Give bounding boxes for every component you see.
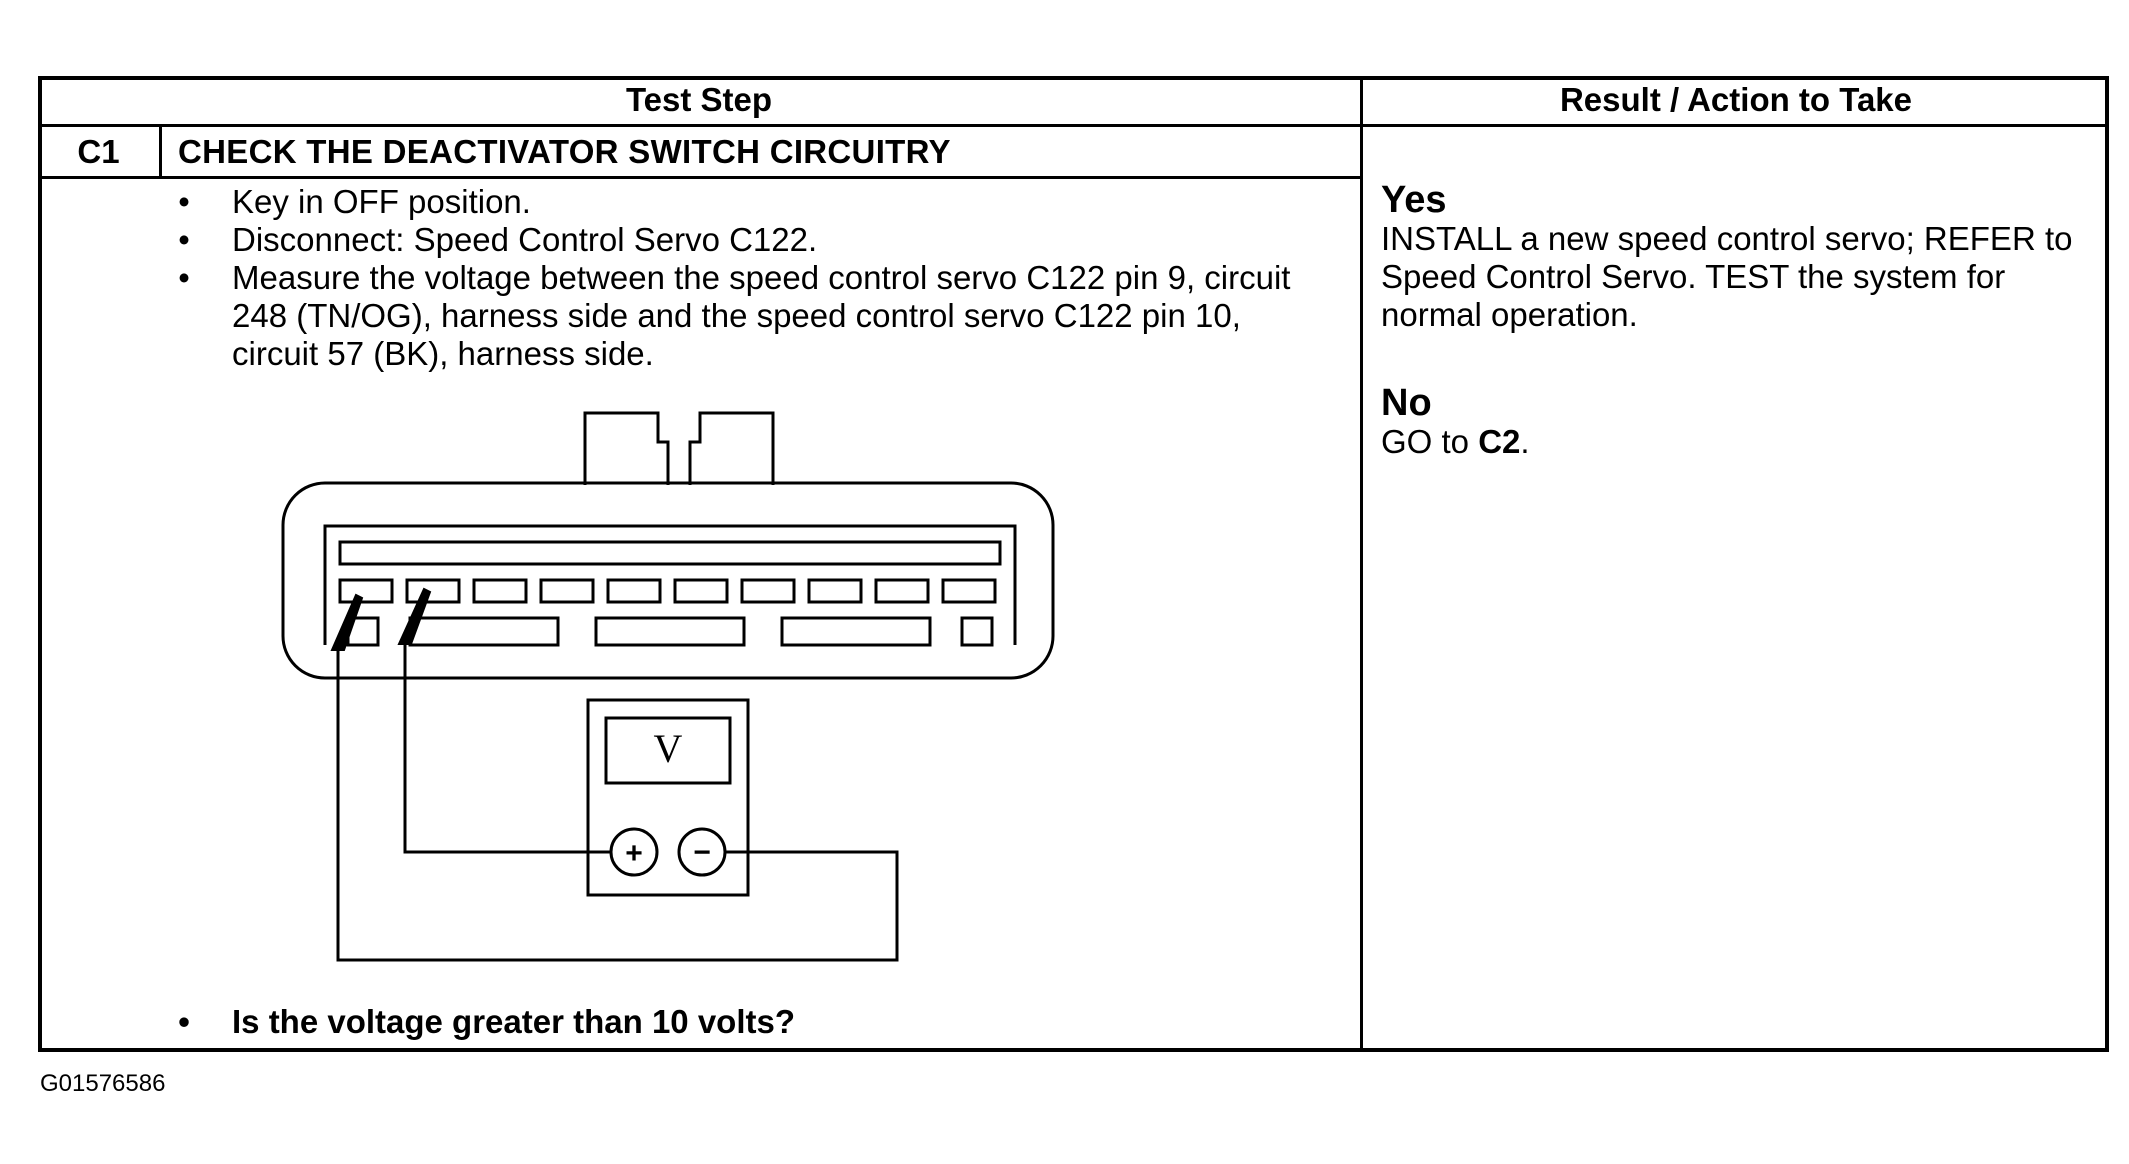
result-yes-text: INSTALL a new speed control servo; REFER…	[1381, 220, 2073, 333]
result-no-target: C2	[1478, 423, 1521, 460]
test-lead-negative	[336, 645, 899, 962]
question-text: Is the voltage greater than 10 volts?	[232, 1003, 795, 1040]
step-question: • Is the voltage greater than 10 volts?	[172, 1002, 795, 1042]
connector-top-slot	[338, 540, 1002, 566]
instruction-item: • Disconnect: Speed Control Servo C122.	[172, 221, 1332, 259]
probe-tip-left	[330, 593, 364, 651]
header-result-action: Result / Action to Take	[1559, 81, 1913, 118]
result-no: No GO to C2.	[1381, 383, 2101, 461]
result-yes-head: Yes	[1381, 179, 1447, 221]
connector-pin	[874, 578, 930, 604]
connector-pin	[405, 578, 461, 604]
connector-body	[281, 481, 1055, 680]
step-title: CHECK THE DEACTIVATOR SWITCH CIRCUITRY	[178, 133, 951, 170]
voltmeter-symbol: V	[654, 726, 683, 771]
table-frame	[38, 76, 2109, 1052]
bullet-icon: •	[178, 1003, 190, 1040]
instruction-text: Key in OFF position.	[232, 183, 531, 220]
bullet-icon: •	[178, 259, 190, 296]
result-yes: Yes INSTALL a new speed control servo; R…	[1381, 180, 2101, 334]
header-divider	[38, 124, 2109, 127]
connector-voltmeter-diagram: V + −	[281, 411, 1055, 962]
step-title-divider	[38, 176, 1362, 179]
connector-key	[780, 616, 932, 647]
probe-tip-right	[397, 587, 432, 645]
connector-latch-left	[583, 411, 670, 485]
voltmeter-body	[586, 698, 750, 897]
test-lead-positive	[403, 640, 611, 854]
connector-pin	[941, 578, 997, 604]
connector-pin	[539, 578, 595, 604]
result-no-suffix: .	[1520, 423, 1530, 460]
step-id: C1	[77, 133, 120, 170]
instruction-text: Disconnect: Speed Control Servo C122.	[232, 221, 818, 258]
connector-pin	[807, 578, 863, 604]
result-no-head: No	[1381, 382, 1432, 424]
instruction-text: Measure the voltage between the speed co…	[232, 259, 1291, 372]
connector-key	[408, 616, 560, 647]
result-no-prefix: GO to	[1381, 423, 1479, 460]
column-divider	[1360, 76, 1363, 1052]
connector-pin	[740, 578, 796, 604]
connector-latch-right	[688, 411, 775, 485]
connector-pin	[606, 578, 662, 604]
connector-inner-housing	[323, 524, 1017, 645]
connector-pin	[472, 578, 528, 604]
minus-symbol: −	[693, 836, 711, 869]
connector-key	[594, 616, 746, 647]
voltmeter-display	[604, 716, 732, 785]
header-test-step: Test Step	[625, 81, 773, 118]
step-id-divider	[159, 124, 162, 178]
instruction-item: • Key in OFF position.	[172, 183, 1332, 221]
figure-id: G01576586	[40, 1070, 166, 1097]
connector-pin	[338, 578, 394, 604]
connector-key	[960, 616, 994, 647]
bullet-icon: •	[178, 183, 190, 220]
instruction-item: • Measure the voltage between the speed c…	[172, 259, 1332, 373]
plus-symbol: +	[625, 837, 643, 870]
connector-pin	[673, 578, 729, 604]
bullet-icon: •	[178, 221, 190, 258]
step-instructions: • Key in OFF position. • Disconnect: Speed…	[172, 183, 1332, 373]
